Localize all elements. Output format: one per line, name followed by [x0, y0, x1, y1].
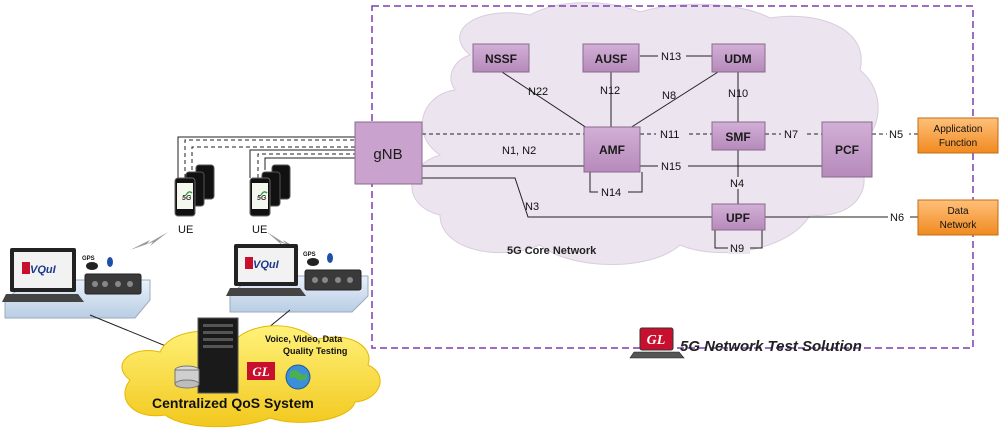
- label-n4: N4: [730, 178, 744, 190]
- ausf-box[interactable]: AUSF: [582, 43, 640, 73]
- label-n14: N14: [601, 187, 621, 199]
- gps-antenna-icon: GPS: [82, 256, 98, 270]
- udm-box[interactable]: UDM: [711, 43, 766, 73]
- application-function-label-1: Application: [934, 124, 983, 135]
- ue-left-group[interactable]: 5G UE: [174, 164, 215, 236]
- nssf-box[interactable]: NSSF: [472, 43, 530, 73]
- ue-right-solid-link-2: [264, 157, 355, 170]
- label-n1n2: N1, N2: [502, 145, 536, 157]
- laptop-icon: VQuI: [226, 244, 306, 296]
- right-test-station[interactable]: VQuI GPS: [226, 244, 369, 313]
- ue-right-label: UE: [252, 224, 267, 236]
- bluetooth-icon: [327, 253, 333, 263]
- data-network-label-2: Network: [940, 220, 978, 231]
- link-n3: [422, 177, 712, 218]
- label-n22: N22: [528, 86, 548, 98]
- label-n15: N15: [661, 161, 681, 173]
- test-solution-label: 5G Network Test Solution: [680, 338, 862, 355]
- ue-right-solid-link: [249, 149, 355, 178]
- label-n5: N5: [889, 129, 903, 141]
- label-n12: N12: [600, 85, 620, 97]
- ue-left-label: UE: [178, 224, 193, 236]
- phone-icon: 5G: [174, 164, 215, 217]
- pcf-box[interactable]: PCF: [821, 121, 873, 178]
- svg-text:5G: 5G: [182, 195, 192, 202]
- svg-text:VQuI: VQuI: [30, 264, 57, 276]
- test-device-icon: [84, 273, 142, 295]
- label-n8: N8: [662, 90, 676, 102]
- core-network-label: 5G Core Network: [507, 245, 597, 257]
- gl-laptop-logo: GL: [629, 327, 685, 359]
- smf-label: SMF: [725, 130, 750, 144]
- phone-icon: 5G: [249, 164, 291, 217]
- gps-antenna-icon: GPS: [303, 252, 319, 266]
- gnb-box[interactable]: gNB: [354, 121, 423, 185]
- ue-left-solid-link: [177, 136, 355, 178]
- wireless-link-icon: [130, 232, 168, 250]
- label-n7: N7: [784, 129, 798, 141]
- label-n6: N6: [890, 212, 904, 224]
- gl-logo-icon: GL: [247, 362, 275, 380]
- svg-text:VQuI: VQuI: [253, 259, 280, 271]
- label-n11: N11: [660, 129, 679, 141]
- svg-text:GPS: GPS: [303, 252, 316, 258]
- voice-video-label-2: Quality Testing: [283, 346, 347, 356]
- nssf-label: NSSF: [485, 52, 517, 66]
- globe-icon: [285, 364, 311, 390]
- voice-video-label-1: Voice, Video, Data: [265, 334, 343, 344]
- interface-labels: N22 N12 N13 N8 N10 N11 N7 N5 N1, N2 N15 …: [502, 50, 910, 255]
- ausf-label: AUSF: [595, 52, 628, 66]
- data-network-box[interactable]: Data Network: [917, 199, 999, 236]
- ue-left-dashed-link-2: [191, 146, 355, 170]
- link-n8: [629, 71, 719, 129]
- gnb-label: gNB: [373, 146, 402, 163]
- data-network-label-1: Data: [947, 206, 969, 217]
- application-function-box[interactable]: Application Function: [917, 117, 999, 154]
- label-n13: N13: [661, 51, 681, 63]
- application-function-label-2: Function: [939, 138, 977, 149]
- ue-right-dashed-link: [257, 153, 355, 178]
- pcf-label: PCF: [835, 143, 859, 157]
- amf-box[interactable]: AMF: [583, 126, 641, 173]
- amf-label: AMF: [599, 143, 625, 157]
- svg-text:GL: GL: [647, 333, 666, 348]
- gl-brand: GL 5G Network Test Solution: [629, 327, 862, 359]
- udm-label: UDM: [724, 52, 751, 66]
- ue-solid-links: [177, 136, 355, 178]
- upf-label: UPF: [726, 211, 750, 225]
- left-test-station[interactable]: VQuI GPS: [2, 248, 151, 319]
- qos-system-label: Centralized QoS System: [152, 395, 314, 411]
- label-n10: N10: [728, 88, 748, 100]
- database-icon: [174, 365, 200, 389]
- svg-text:5G: 5G: [257, 195, 267, 202]
- ue-right-group[interactable]: 5G UE: [249, 164, 291, 236]
- link-n22: [501, 71, 591, 131]
- server-icon: [197, 317, 239, 394]
- label-n3: N3: [525, 201, 539, 213]
- svg-text:GL: GL: [252, 364, 269, 379]
- label-n9: N9: [730, 243, 744, 255]
- bluetooth-icon: [107, 257, 113, 267]
- upf-box[interactable]: UPF: [711, 203, 766, 231]
- test-device-icon: [304, 269, 362, 291]
- laptop-icon: VQuI: [2, 248, 84, 302]
- smf-box[interactable]: SMF: [711, 121, 766, 151]
- svg-text:GPS: GPS: [82, 256, 95, 262]
- ue-left-dashed-link: [184, 139, 355, 178]
